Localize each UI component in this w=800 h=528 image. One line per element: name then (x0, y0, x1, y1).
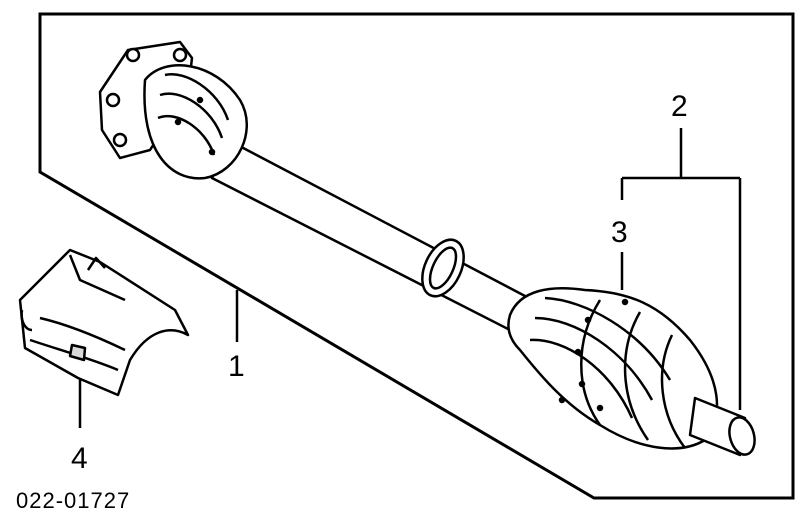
stub-shaft-end (728, 416, 756, 456)
diagram-code: 022-01727 (16, 488, 131, 513)
callout-part-4: 4 (71, 442, 88, 475)
leader-part-2-bracket (620, 128, 742, 410)
heat-shield (18, 248, 190, 397)
callout-part-1: 1 (228, 350, 245, 383)
callout-part-3: 3 (611, 216, 628, 249)
drive-shaft-assembly (98, 40, 756, 457)
callout-part-2: 2 (671, 90, 688, 123)
leader-lines (78, 128, 742, 428)
